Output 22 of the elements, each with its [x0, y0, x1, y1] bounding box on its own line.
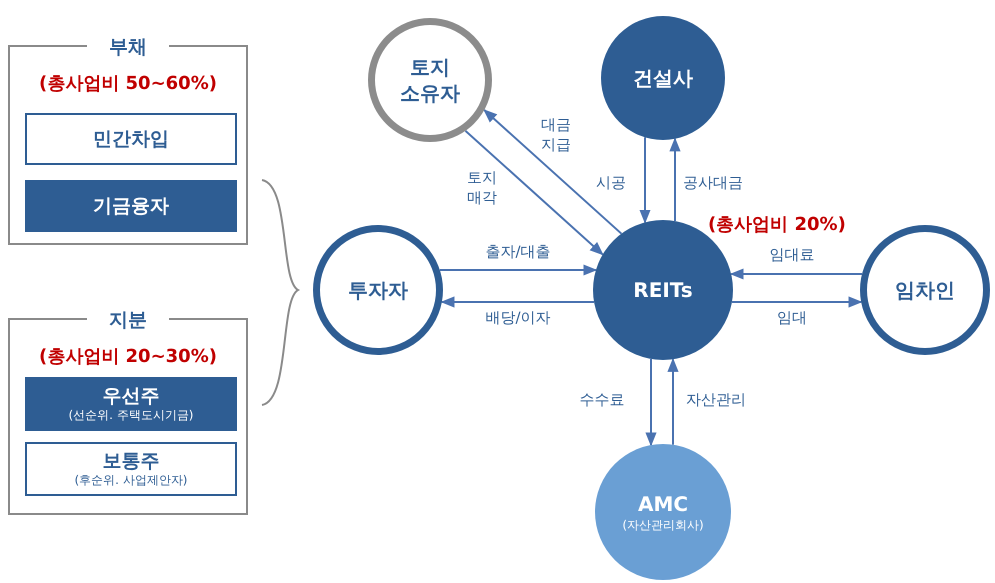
circle-node: 투자자 [313, 225, 443, 355]
arrow [440, 264, 598, 276]
arrow [669, 137, 681, 222]
arrow [483, 109, 622, 234]
cost-share-note: (총사업비 50~60%) [38, 72, 218, 95]
circle-node: 건설사 [601, 16, 725, 140]
arrow [464, 130, 604, 256]
circle-node: 토지 소유자 [368, 18, 492, 142]
filled-box: 기금융자 [25, 180, 237, 232]
cost-share-note: (총사업비 20~30%) [38, 345, 218, 368]
arrow [732, 296, 863, 308]
arrow [440, 296, 594, 308]
outlined-box: 민간차입 [25, 113, 237, 165]
arrow [645, 358, 657, 446]
arrow [667, 358, 679, 445]
cost-share-note: (총사업비 20%) [708, 213, 846, 236]
outlined-box: 보통주 (후순위. 사업제안자) [25, 442, 237, 496]
circle-node: AMC (자산관리회사) [595, 444, 731, 580]
arrow [730, 268, 862, 280]
circle-node: 임차인 [860, 225, 990, 355]
filled-box: 우선주 (선순위. 주택도시기금) [25, 377, 237, 431]
arrow [639, 137, 651, 224]
